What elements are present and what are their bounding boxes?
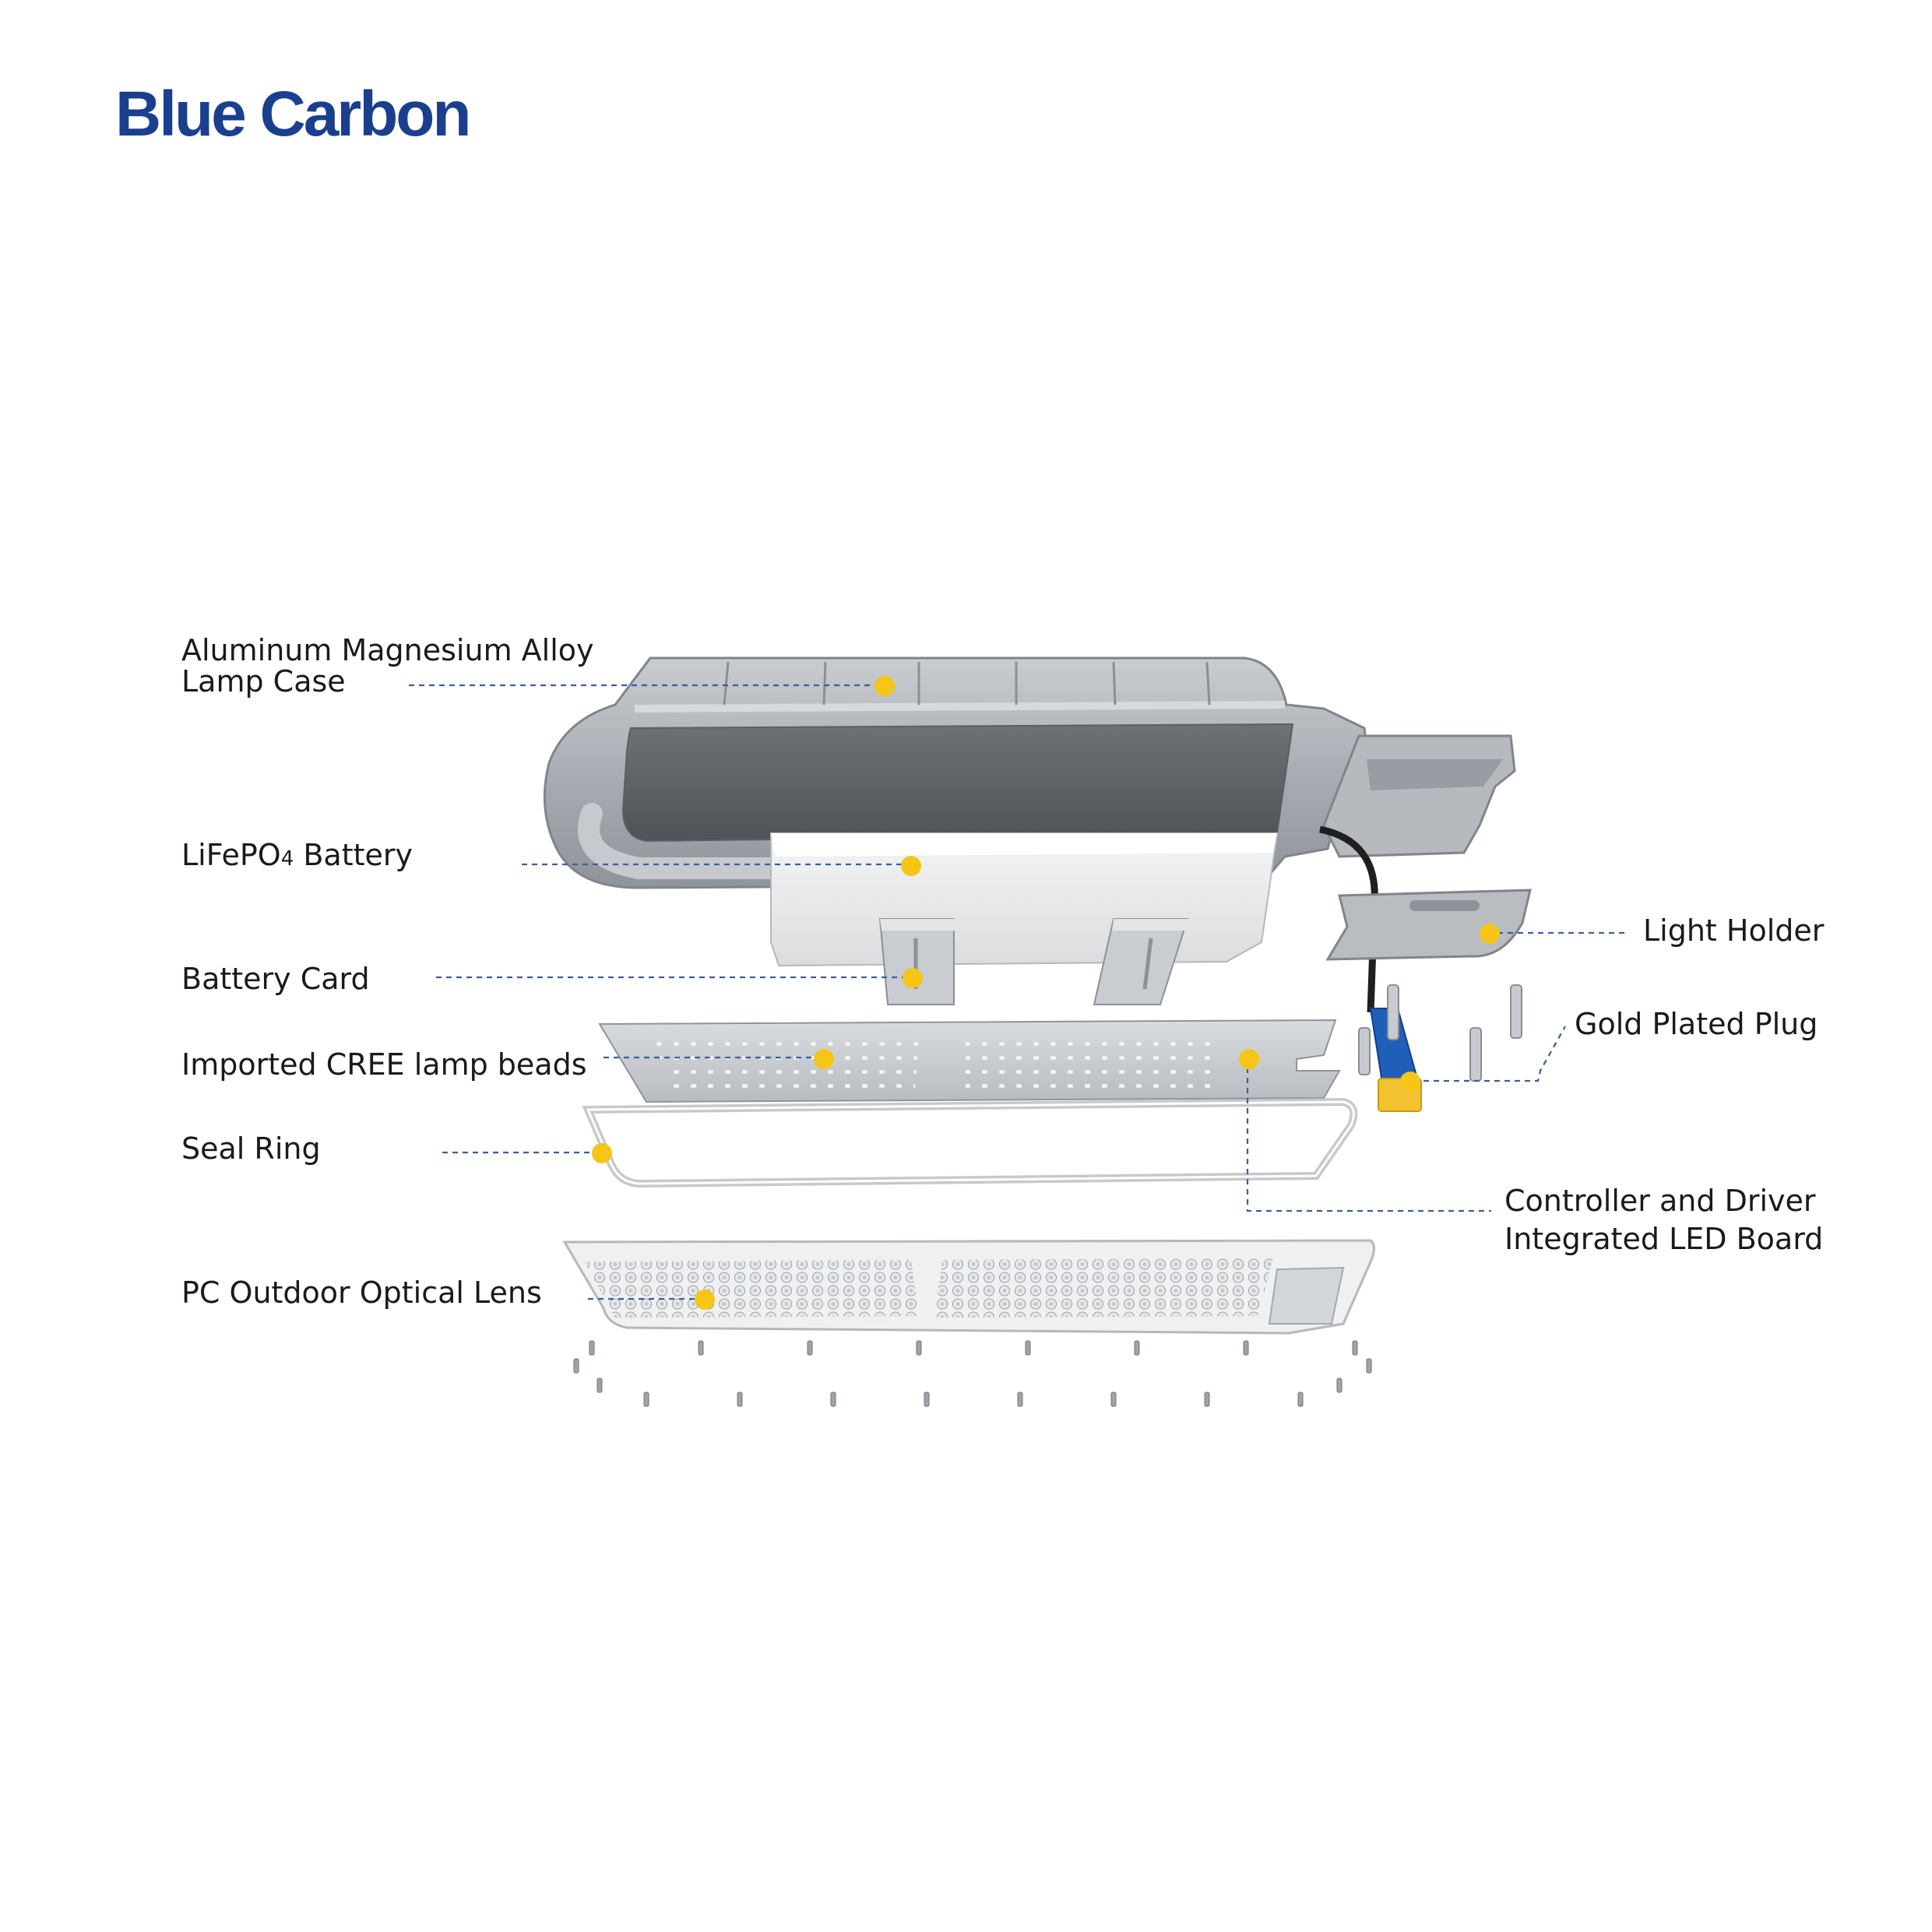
leader-controller (1246, 1057, 1491, 1212)
marker-optical-lens (695, 1290, 715, 1310)
leader-lines (409, 684, 1628, 1300)
label-controller-line1: Controller and Driver (1504, 1184, 1816, 1218)
label-gold-plug: Gold Plated Plug (1575, 1007, 1818, 1041)
label-lamp-case: Aluminum Magnesium Alloy Lamp Case (181, 635, 594, 697)
leader-gold-plug (1413, 1026, 1566, 1082)
label-battery: LiFePO4 Battery (181, 839, 413, 875)
label-battery-suffix: Battery (294, 838, 413, 872)
marker-led-beads (814, 1049, 834, 1069)
label-seal-ring: Seal Ring (181, 1131, 321, 1166)
marker-battery (901, 856, 921, 876)
label-controller: Controller and Driver Integrated LED Boa… (1504, 1182, 1823, 1258)
label-lamp-case-line2: Lamp Case (181, 664, 346, 699)
label-led-beads: Imported CREE lamp beads (181, 1047, 587, 1082)
lamp-case (543, 656, 1516, 889)
led-board (598, 1019, 1341, 1103)
gold-plated-plug (1369, 1008, 1422, 1112)
battery-card-brackets (878, 918, 1191, 1005)
label-battery-card: Battery Card (181, 962, 370, 996)
label-battery-prefix: LiFePO (181, 838, 281, 872)
battery-pack (770, 832, 1279, 967)
label-light-holder: Light Holder (1643, 913, 1825, 948)
cable-and-light-holder (1319, 825, 1532, 1013)
label-controller-line2: Integrated LED Board (1504, 1222, 1824, 1256)
brand-logo: Blue Carbon (115, 79, 471, 150)
seal-ring (582, 1097, 1358, 1188)
marker-light-holder (1480, 924, 1500, 944)
mounting-bolts (1358, 984, 1522, 1082)
label-optical-lens: PC Outdoor Optical Lens (181, 1276, 542, 1310)
optical-lens (562, 1239, 1375, 1335)
lens-screws (573, 1340, 1372, 1407)
marker-seal-ring (592, 1143, 612, 1163)
marker-gold-plug (1400, 1072, 1420, 1092)
callout-markers (592, 676, 1500, 1310)
marker-lamp-case (875, 676, 895, 696)
marker-battery-card (903, 968, 923, 988)
label-lamp-case-line1: Aluminum Magnesium Alloy (181, 633, 594, 667)
label-battery-subscript: 4 (280, 847, 294, 871)
marker-controller (1239, 1049, 1259, 1069)
